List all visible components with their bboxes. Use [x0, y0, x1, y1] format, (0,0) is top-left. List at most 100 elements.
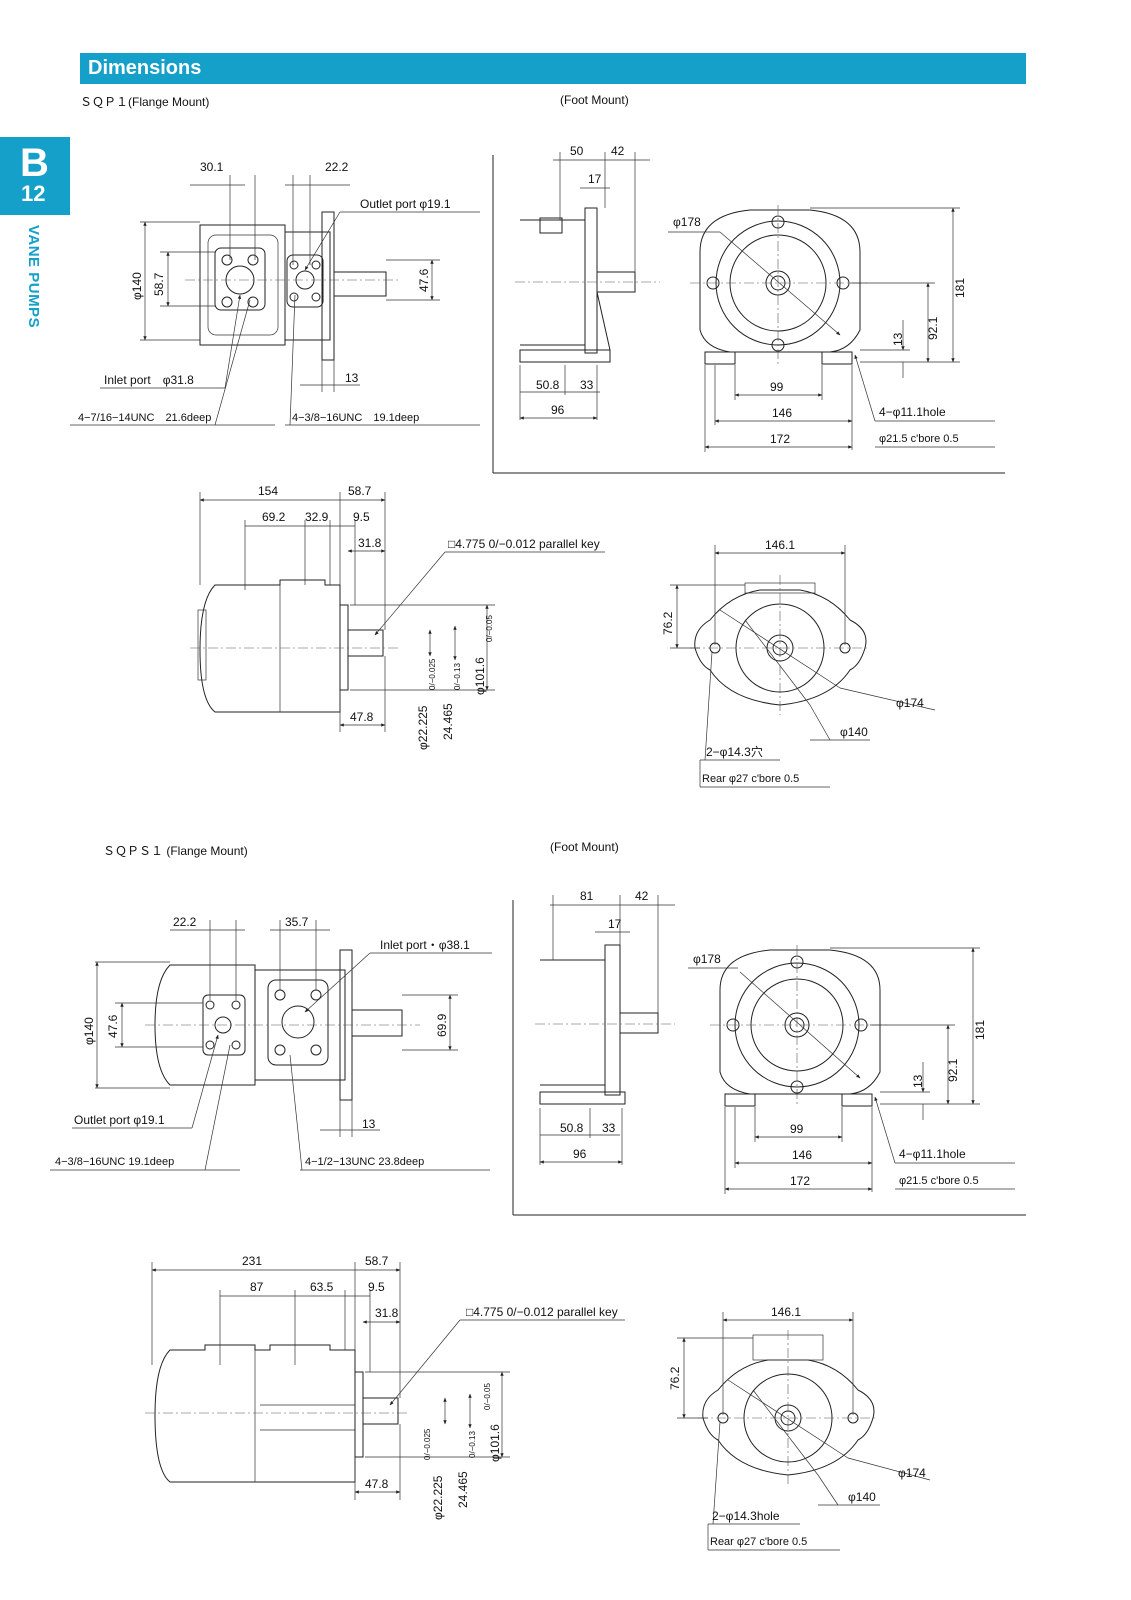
dim-label: 22.2 [173, 915, 197, 929]
chapter-letter: B [20, 141, 49, 185]
dim-label: φ140 [848, 1490, 876, 1504]
dim-label: φ140 [840, 725, 868, 739]
dim-label: 35.7 [285, 915, 309, 929]
tol-label: 0/−0.13 [468, 1431, 477, 1458]
sqp1-foot-caption: (Foot Mount) [560, 93, 629, 107]
dim-label: 96 [551, 403, 565, 417]
dim-label: φ22.225 [416, 705, 430, 750]
dim-label: 47.8 [350, 710, 374, 724]
sqps1-foot-caption: (Foot Mount) [550, 840, 619, 854]
dim-label: 87 [250, 1280, 264, 1294]
sqps1-flange-view: 22.2 35.7 φ140 47.6 69.9 13 Inlet port・φ… [50, 915, 492, 1171]
sqp1-flange-view: 30.1 22.2 φ140 58.7 47.6 13 Outlet port … [70, 160, 480, 426]
dim-label: 22.2 [325, 160, 349, 174]
dim-label: 146 [792, 1148, 812, 1162]
dim-label: 146.1 [771, 1305, 801, 1319]
dim-label: 96 [573, 1147, 587, 1161]
dim-label: 181 [953, 278, 967, 298]
dim-label: 146 [772, 406, 792, 420]
dim-label: φ101.6 [488, 1424, 502, 1462]
dim-label: 99 [770, 380, 784, 394]
dim-label: 30.1 [200, 160, 224, 174]
dim-label: 9.5 [353, 510, 370, 524]
hole-note: 2−φ14.3hole [712, 1509, 780, 1523]
dim-label: 50 [570, 144, 584, 158]
section-header-bar: Dimensions [80, 53, 1026, 84]
dim-label: 69.9 [435, 1013, 449, 1037]
rear-note: Rear φ27 c'bore 0.5 [710, 1536, 807, 1548]
dim-label: 63.5 [310, 1280, 334, 1294]
dim-label: 50.8 [560, 1121, 584, 1135]
dim-label: 47.6 [417, 268, 431, 292]
cbore-note: φ21.5 c'bore 0.5 [899, 1175, 979, 1187]
hole-note: 2−φ14.3穴 [706, 744, 763, 759]
dim-label: 13 [345, 371, 359, 385]
sqps1-foot-side-view: 81 42 17 50.8 33 96 [535, 889, 675, 1165]
dim-label: φ101.6 [473, 657, 487, 695]
dim-label: 9.5 [368, 1280, 385, 1294]
dim-label: 50.8 [536, 378, 560, 392]
dim-label: 231 [242, 1254, 262, 1268]
dim-label: 31.8 [375, 1306, 399, 1320]
cbore-note: φ21.5 c'bore 0.5 [879, 433, 959, 445]
dim-label: 31.8 [358, 536, 382, 550]
dim-label: 81 [580, 889, 594, 903]
sqp1-foot-side-view: 50 42 17 50.8 33 96 [515, 144, 660, 420]
section-title: Dimensions [88, 57, 202, 79]
dim-label: 172 [770, 432, 790, 446]
sqps1-side-view: 231 58.7 87 63.5 9.5 31.8 47.8 φ22.225 0… [145, 1254, 625, 1520]
sqp1-flange-caption: ＳＱＰ１(Flange Mount) [80, 95, 209, 109]
dim-label: 58.7 [348, 484, 372, 498]
dim-label: 24.465 [441, 703, 455, 740]
thread-note: 4−3/8−16UNC 19.1deep [292, 412, 419, 424]
thread-note: 4−3/8−16UNC 19.1deep [55, 1156, 174, 1168]
dim-label: 33 [602, 1121, 616, 1135]
thread-note: 4−7/16−14UNC 21.6deep [78, 412, 211, 424]
key-note: □4.775 0/−0.012 parallel key [466, 1305, 618, 1319]
dim-label: 47.8 [365, 1477, 389, 1491]
dim-label: 99 [790, 1122, 804, 1136]
dim-label: 58.7 [365, 1254, 389, 1268]
sqps1-foot-front-view: φ178 181 92.1 13 99 146 172 4−φ11.1hole … [688, 945, 1015, 1194]
sqp1-side-view: 154 58.7 69.2 32.9 9.5 31.8 47.8 φ22.225… [190, 484, 605, 750]
tol-label: 0/−0.05 [483, 1383, 492, 1410]
sqp1-front-view: 146.1 76.2 φ174 φ140 2−φ14.3穴 Rear φ27 c… [661, 538, 936, 788]
dim-label: φ22.225 [431, 1475, 445, 1520]
dim-label: 13 [362, 1117, 376, 1131]
dim-label: 76.2 [661, 611, 675, 635]
sqp1-foot-front-view: φ178 181 92.1 13 99 146 172 4−φ11.1hole … [668, 205, 995, 452]
chapter-tab: B 12 [0, 137, 70, 215]
dim-label: 92.1 [946, 1058, 960, 1082]
dim-label: φ174 [896, 696, 924, 710]
key-note: □4.775 0/−0.012 parallel key [448, 537, 600, 551]
tol-label: 0/−0.13 [453, 663, 462, 690]
dim-label: 42 [611, 144, 625, 158]
sqps1-flange-caption: ＳＱＰＳ１ (Flange Mount) [103, 844, 248, 858]
dim-label: 17 [588, 172, 602, 186]
tol-label: 0/−0.05 [485, 615, 494, 642]
dim-label: 58.7 [152, 272, 166, 296]
dim-label: 172 [790, 1174, 810, 1188]
dim-label: 13 [891, 332, 905, 346]
dim-label: 146.1 [765, 538, 795, 552]
thread-note: 4−1/2−13UNC 23.8deep [305, 1156, 424, 1168]
dim-label: 154 [258, 484, 278, 498]
outlet-port-label: Outlet port φ19.1 [74, 1113, 165, 1127]
dim-label: 17 [608, 917, 622, 931]
dim-label: 33 [580, 378, 594, 392]
sqps1-front-view: 146.1 76.2 φ174 φ140 2−φ14.3hole Rear φ2… [668, 1305, 931, 1551]
tol-label: 0/−0.025 [423, 1428, 432, 1460]
dim-label: 92.1 [926, 316, 940, 340]
dim-label: 13 [911, 1074, 925, 1088]
dim-label: φ140 [82, 1017, 96, 1045]
dim-label: 69.2 [262, 510, 286, 524]
dim-label: 47.6 [106, 1014, 120, 1038]
dim-label: 76.2 [668, 1366, 682, 1390]
dim-label: 24.465 [456, 1471, 470, 1508]
dim-label: φ178 [673, 215, 701, 229]
dim-label: 181 [973, 1020, 987, 1040]
dim-label: φ174 [898, 1466, 926, 1480]
dim-label: φ140 [130, 272, 144, 300]
dim-label: φ178 [693, 952, 721, 966]
hole-note: 4−φ11.1hole [879, 405, 946, 419]
